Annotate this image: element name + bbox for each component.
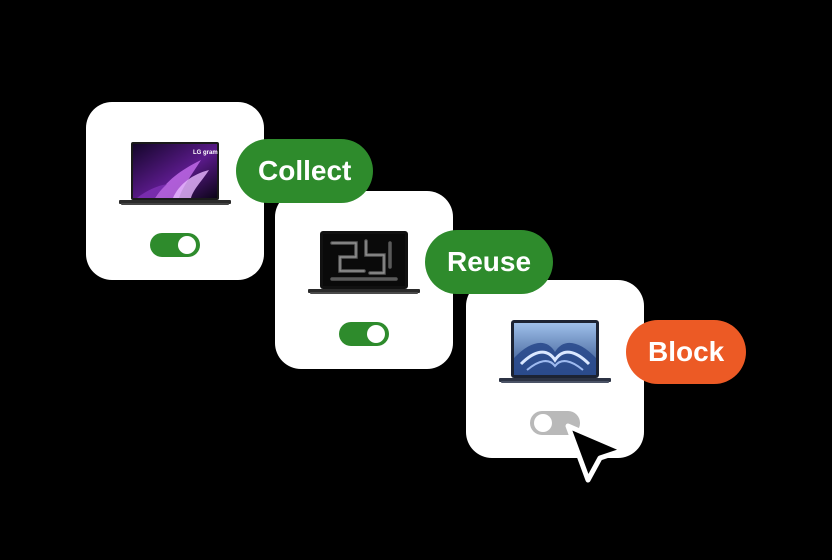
toggle-switch-reuse[interactable] (339, 322, 389, 346)
toggle-knob (178, 236, 196, 254)
block-pill: Block (626, 320, 747, 384)
macbook-pro-laptop-image (308, 231, 420, 294)
device-card-macbook-pro (275, 191, 453, 369)
toggle-knob (367, 325, 385, 343)
lg-logo-text: LG gram (193, 150, 218, 156)
lg-gram-laptop-image: LG gram (119, 142, 231, 205)
device-card-macbook-air (466, 280, 644, 458)
collect-pill: Collect (236, 139, 374, 203)
device-card-lg-gram: LG gram (86, 102, 264, 280)
cursor-arrow-icon (565, 423, 627, 483)
reuse-pill: Reuse (425, 230, 554, 294)
macbook-air-laptop-image (499, 320, 611, 383)
toggle-knob (534, 414, 552, 432)
toggle-switch-collect[interactable] (150, 233, 200, 257)
